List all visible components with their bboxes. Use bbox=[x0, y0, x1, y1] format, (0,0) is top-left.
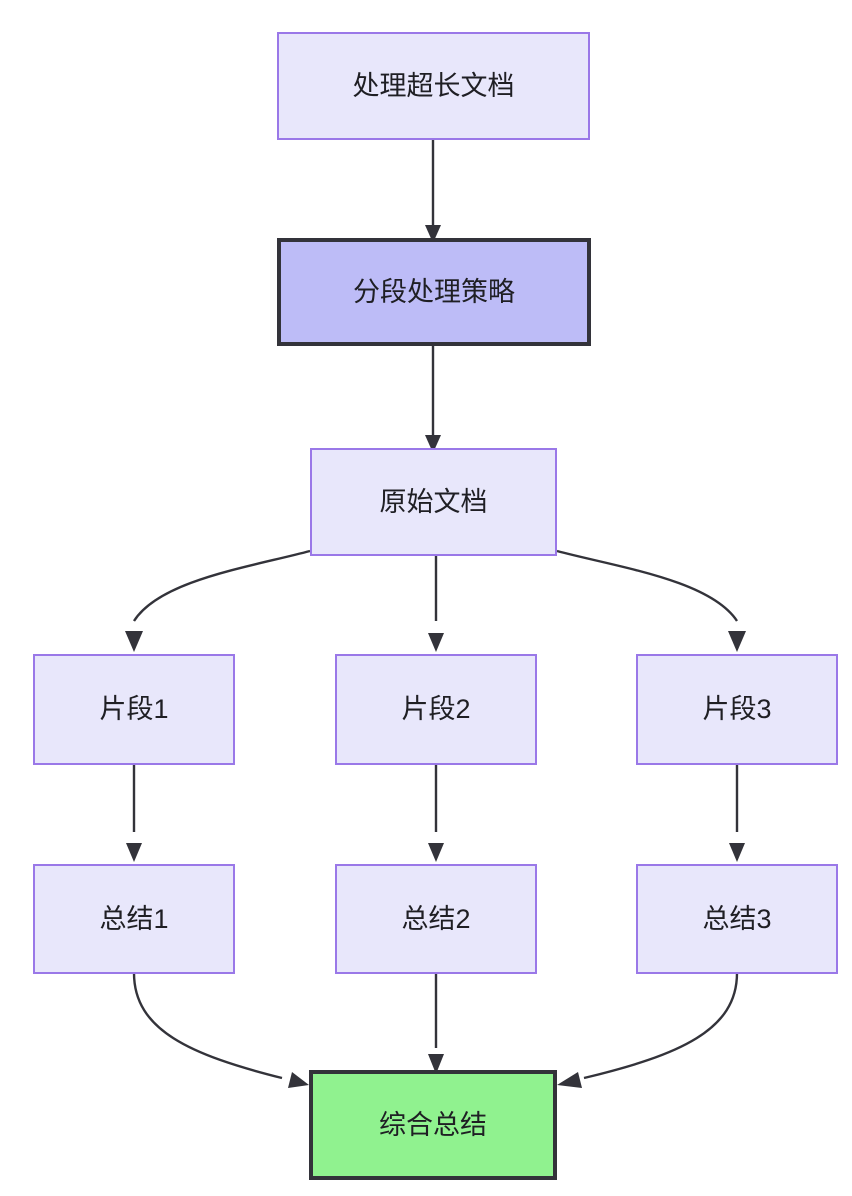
node-chunk-1[interactable]: 片段1 bbox=[33, 654, 235, 765]
edge-chunk2-to-sum2 bbox=[428, 765, 444, 862]
node-label: 总结2 bbox=[401, 903, 471, 934]
edge-source-to-chunk1 bbox=[125, 549, 311, 652]
node-summary-3[interactable]: 总结3 bbox=[636, 864, 838, 974]
node-label: 总结3 bbox=[702, 903, 772, 934]
edge-sum2-to-final bbox=[428, 973, 444, 1074]
edge-source-to-chunk3 bbox=[556, 549, 746, 652]
node-chunk-2[interactable]: 片段2 bbox=[335, 654, 537, 765]
node-source-document[interactable]: 原始文档 bbox=[310, 448, 557, 556]
edge-sum3-to-final bbox=[557, 972, 739, 1088]
node-label: 分段处理策略 bbox=[353, 276, 515, 307]
edge-source-to-chunk2 bbox=[428, 556, 444, 652]
node-label: 片段1 bbox=[99, 694, 169, 725]
edge-chunk1-to-sum1 bbox=[126, 765, 142, 862]
edge-doc-to-strategy bbox=[425, 140, 441, 243]
node-label: 总结1 bbox=[99, 903, 169, 934]
node-process-long-document[interactable]: 处理超长文档 bbox=[277, 32, 590, 140]
node-summary-1[interactable]: 总结1 bbox=[33, 864, 235, 974]
edge-chunk3-to-sum3 bbox=[729, 765, 745, 862]
node-final-summary[interactable]: 综合总结 bbox=[309, 1070, 557, 1180]
node-label: 片段2 bbox=[401, 694, 471, 725]
node-label: 综合总结 bbox=[379, 1109, 487, 1140]
node-label: 处理超长文档 bbox=[352, 70, 515, 101]
edge-sum1-to-final bbox=[132, 972, 309, 1088]
node-chunking-strategy[interactable]: 分段处理策略 bbox=[277, 238, 591, 346]
node-chunk-3[interactable]: 片段3 bbox=[636, 654, 838, 765]
edge-strategy-to-source bbox=[425, 345, 441, 453]
node-label: 片段3 bbox=[702, 694, 772, 725]
node-label: 原始文档 bbox=[379, 486, 488, 517]
node-summary-2[interactable]: 总结2 bbox=[335, 864, 537, 974]
